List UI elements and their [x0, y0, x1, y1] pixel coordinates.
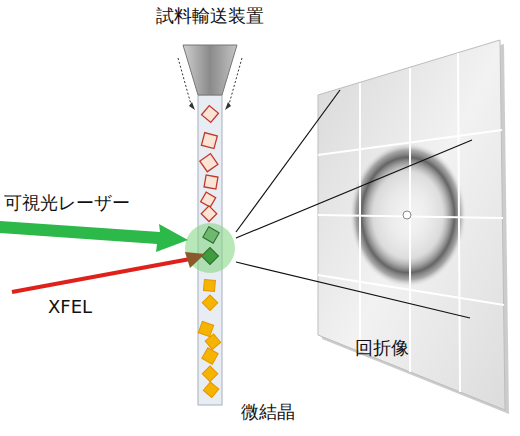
crystals-after [198, 280, 220, 398]
injector-label: 試料輸送装置 [156, 6, 264, 26]
flow-arrows [178, 58, 242, 108]
image-label: 回折像 [355, 338, 409, 358]
laser-label: 可視光レーザー [4, 193, 130, 213]
crystal-label: 微結晶 [241, 402, 295, 422]
crystals-unexcited [200, 106, 219, 222]
xfel-label: XFEL [48, 297, 92, 317]
crystals-excited [202, 227, 220, 265]
leader-lines [236, 90, 472, 318]
injector [183, 45, 237, 95]
detector [318, 40, 509, 414]
visible-laser-beam [0, 221, 188, 252]
interaction-spot [185, 223, 235, 273]
xfel-beam [12, 252, 205, 292]
